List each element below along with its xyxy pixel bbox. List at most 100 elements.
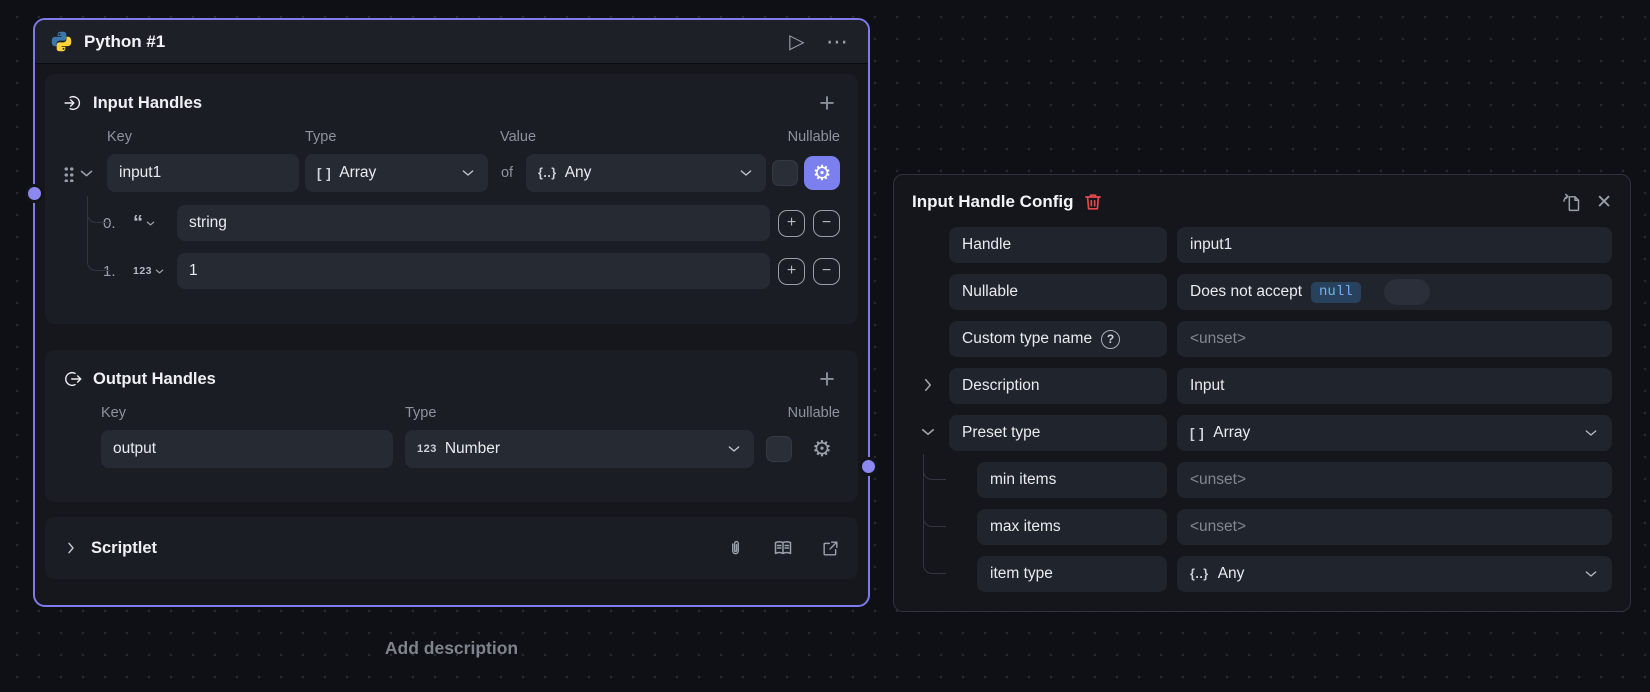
column-header-value: Value bbox=[500, 129, 537, 145]
chevron-down-icon bbox=[1583, 566, 1599, 582]
input-handles-icon bbox=[63, 93, 83, 113]
open-external-icon[interactable] bbox=[821, 539, 840, 558]
chevron-down-icon bbox=[462, 170, 474, 176]
nullable-text: Does not accept bbox=[1190, 283, 1303, 300]
chevron-down-icon[interactable] bbox=[919, 423, 937, 441]
output-handles-title: Output Handles bbox=[93, 369, 216, 388]
output-edge-port[interactable] bbox=[859, 457, 878, 476]
python-node[interactable]: Python #1 ▷ ⋯ Input Handles + Key Type bbox=[33, 18, 870, 607]
input-nullable-checkbox[interactable] bbox=[772, 160, 798, 186]
item-value-field[interactable]: 1 bbox=[177, 253, 770, 289]
row-label: max items bbox=[977, 509, 1167, 545]
row-label: Nullable bbox=[949, 274, 1167, 310]
description-value-field[interactable]: Input bbox=[1177, 368, 1612, 404]
output-config-gear-button[interactable]: ⚙ bbox=[812, 436, 832, 462]
nullable-value-field: Does not accept null bbox=[1177, 274, 1612, 310]
nullable-toggle[interactable] bbox=[1383, 279, 1430, 305]
chevron-down-icon bbox=[1583, 425, 1599, 441]
input-edge-port[interactable] bbox=[25, 184, 44, 203]
min-items-value-field[interactable]: <unset> bbox=[1177, 462, 1612, 498]
config-row-custom-type: Custom type name ? <unset> bbox=[949, 321, 1612, 357]
remove-item-button[interactable]: − bbox=[813, 209, 840, 237]
remove-item-button[interactable]: − bbox=[813, 257, 840, 285]
config-row-max-items: max items <unset> bbox=[949, 509, 1612, 545]
column-header-key: Key bbox=[101, 405, 126, 421]
add-input-handle-button[interactable]: + bbox=[819, 88, 835, 118]
scriptlet-title: Scriptlet bbox=[91, 538, 158, 557]
null-code-badge: null bbox=[1311, 281, 1361, 303]
add-description-button[interactable]: Add description bbox=[384, 638, 519, 658]
number-type-icon: 123 bbox=[417, 443, 437, 455]
column-header-nullable: Nullable bbox=[787, 405, 840, 421]
node-title: Python #1 bbox=[84, 31, 166, 51]
input-handles-section: Input Handles + Key Type Value Nullable bbox=[45, 74, 858, 324]
item-type-select[interactable]: {..} Any bbox=[1177, 556, 1612, 592]
of-label: of bbox=[500, 165, 514, 181]
array-type-icon: [ ] bbox=[1190, 425, 1205, 441]
output-type-select[interactable]: 123 Number bbox=[405, 430, 754, 468]
number-kind-select[interactable]: 123 bbox=[133, 265, 169, 277]
tree-connector bbox=[87, 196, 110, 271]
input-handles-title: Input Handles bbox=[93, 93, 203, 112]
number-icon: 123 bbox=[133, 265, 153, 277]
array-item-row: 1. 123 1 + − bbox=[63, 253, 840, 289]
output-handles-section: Output Handles + Key Type Nullable outpu… bbox=[45, 350, 858, 502]
expand-chevron-icon[interactable] bbox=[63, 540, 79, 556]
chevron-down-icon bbox=[155, 269, 164, 274]
input-handle-config-panel: Input Handle Config ✕ Handle input1 Null… bbox=[893, 174, 1631, 612]
python-icon bbox=[50, 30, 73, 53]
docs-book-icon[interactable] bbox=[773, 538, 793, 558]
output-key-field[interactable]: output bbox=[101, 430, 393, 468]
input-type-select[interactable]: [ ] Array bbox=[305, 154, 488, 192]
config-row-item-type: item type {..} Any bbox=[949, 556, 1612, 592]
any-type-icon: {..} bbox=[538, 166, 557, 180]
collapse-chevron-icon[interactable] bbox=[78, 165, 95, 182]
array-item-row: 0. “ string + − bbox=[63, 205, 840, 241]
row-label: min items bbox=[977, 462, 1167, 498]
add-item-button[interactable]: + bbox=[778, 257, 805, 285]
config-row-min-items: min items <unset> bbox=[949, 462, 1612, 498]
node-header[interactable]: Python #1 ▷ ⋯ bbox=[35, 20, 868, 64]
config-row-nullable: Nullable Does not accept null bbox=[949, 274, 1612, 310]
add-item-button[interactable]: + bbox=[778, 209, 805, 237]
help-icon[interactable]: ? bbox=[1101, 329, 1121, 349]
row-label: Preset type bbox=[949, 415, 1167, 451]
chevron-right-icon[interactable] bbox=[919, 376, 937, 394]
preset-type-select[interactable]: [ ] Array bbox=[1177, 415, 1612, 451]
chevron-down-icon bbox=[740, 170, 752, 176]
config-row-preset-type: Preset type [ ] Array bbox=[921, 415, 1612, 451]
column-header-nullable: Nullable bbox=[787, 129, 840, 145]
duplicate-icon[interactable] bbox=[1561, 192, 1582, 213]
row-label: Description bbox=[949, 368, 1167, 404]
column-header-key: Key bbox=[107, 129, 132, 145]
row-label: item type bbox=[977, 556, 1167, 592]
column-header-type: Type bbox=[405, 405, 437, 421]
drag-handle-icon[interactable] bbox=[63, 164, 74, 182]
config-panel-title: Input Handle Config bbox=[912, 192, 1074, 211]
chevron-down-icon bbox=[728, 446, 740, 452]
scriptlet-section[interactable]: Scriptlet bbox=[45, 517, 858, 579]
output-nullable-checkbox[interactable] bbox=[766, 436, 792, 462]
custom-type-value-field[interactable]: <unset> bbox=[1177, 321, 1612, 357]
delete-handle-trash-icon[interactable] bbox=[1083, 192, 1103, 212]
config-row-handle: Handle input1 bbox=[949, 227, 1612, 263]
array-type-icon: [ ] bbox=[317, 165, 332, 181]
any-type-icon: {..} bbox=[1190, 567, 1209, 581]
column-header-type: Type bbox=[305, 129, 337, 145]
chevron-down-icon bbox=[146, 221, 155, 226]
more-menu-button[interactable]: ⋯ bbox=[826, 28, 850, 54]
quote-icon: “ bbox=[133, 212, 143, 234]
add-output-handle-button[interactable]: + bbox=[819, 364, 835, 394]
input-item-type-select[interactable]: {..} Any bbox=[526, 154, 766, 192]
string-kind-select[interactable]: “ bbox=[133, 212, 169, 234]
max-items-value-field[interactable]: <unset> bbox=[1177, 509, 1612, 545]
handle-value-field[interactable]: input1 bbox=[1177, 227, 1612, 263]
attachment-icon[interactable] bbox=[726, 539, 745, 558]
input-key-field[interactable]: input1 bbox=[107, 154, 299, 192]
item-value-field[interactable]: string bbox=[177, 205, 770, 241]
input-config-gear-button[interactable]: ⚙ bbox=[804, 156, 840, 190]
row-label: Handle bbox=[949, 227, 1167, 263]
output-handles-icon bbox=[63, 369, 83, 389]
run-button[interactable]: ▷ bbox=[789, 31, 805, 53]
close-icon[interactable]: ✕ bbox=[1596, 191, 1612, 213]
